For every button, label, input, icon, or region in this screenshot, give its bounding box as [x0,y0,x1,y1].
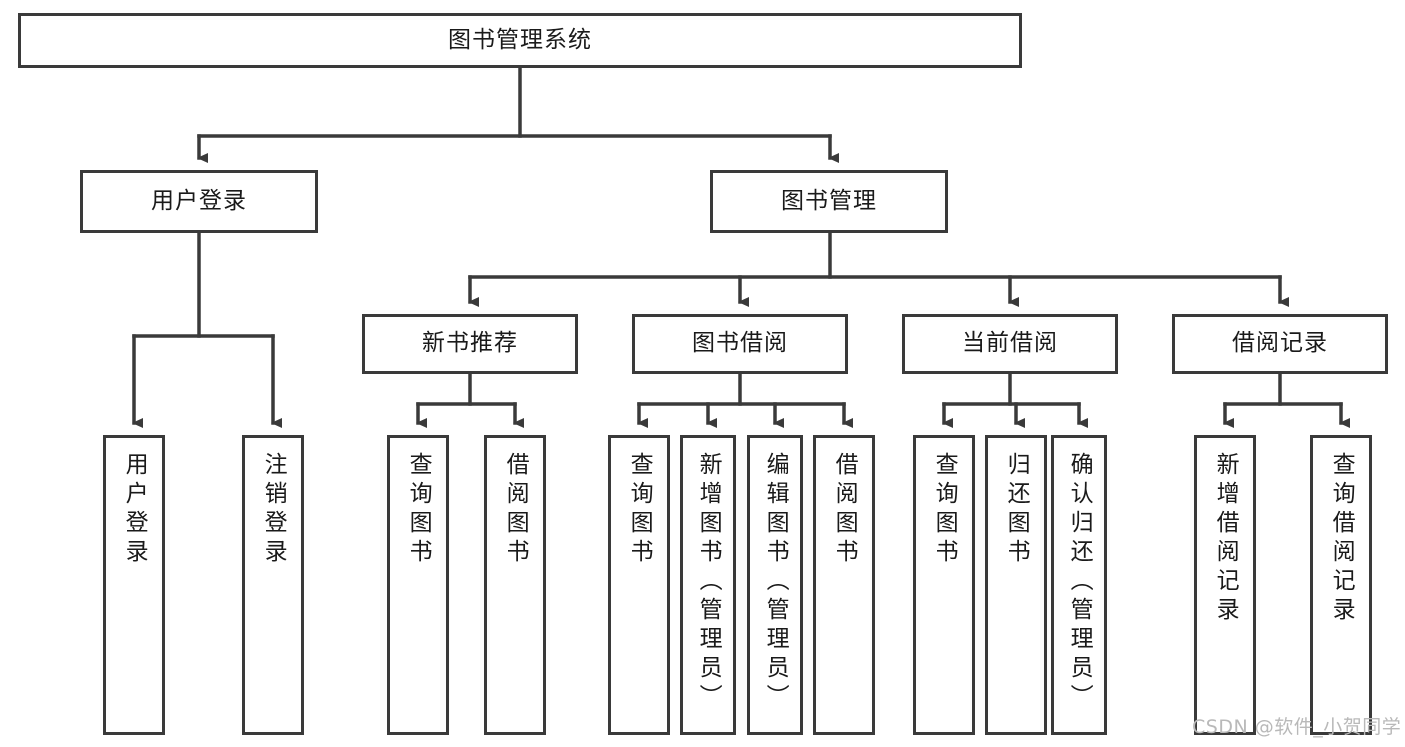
node-leaf-add-book-label: 新增图书（管理员） [695,452,722,713]
node-leaf-return-book[interactable]: 归还图书 [985,435,1047,735]
node-leaf-confirm-return-label: 确认归还（管理员） [1066,452,1093,713]
node-leaf-query-book-2[interactable]: 查询图书 [608,435,670,735]
node-book-borrow[interactable]: 图书借阅 [632,314,848,374]
node-new-book-recommend[interactable]: 新书推荐 [362,314,578,374]
node-leaf-confirm-return[interactable]: 确认归还（管理员） [1051,435,1107,735]
node-leaf-edit-book[interactable]: 编辑图书（管理员） [747,435,803,735]
node-leaf-borrow-book-2-label: 借阅图书 [831,452,858,568]
node-leaf-query-book-1-label: 查询图书 [405,452,432,568]
node-leaf-query-book-2-label: 查询图书 [626,452,653,568]
node-user-login-label: 用户登录 [151,187,247,214]
node-leaf-add-record-label: 新增借阅记录 [1212,452,1239,626]
node-leaf-query-book-3-label: 查询图书 [931,452,958,568]
node-leaf-add-record[interactable]: 新增借阅记录 [1194,435,1256,735]
node-root[interactable]: 图书管理系统 [18,13,1022,68]
node-root-label: 图书管理系统 [448,26,592,53]
node-leaf-borrow-book-1[interactable]: 借阅图书 [484,435,546,735]
node-leaf-edit-book-label: 编辑图书（管理员） [762,452,789,713]
node-leaf-borrow-book-1-label: 借阅图书 [502,452,529,568]
node-book-borrow-label: 图书借阅 [692,330,788,357]
node-leaf-user-login[interactable]: 用户登录 [103,435,165,735]
node-leaf-query-record-label: 查询借阅记录 [1328,452,1355,626]
node-leaf-add-book[interactable]: 新增图书（管理员） [680,435,736,735]
node-current-borrow-label: 当前借阅 [962,330,1058,357]
node-borrow-record-label: 借阅记录 [1232,330,1328,357]
node-book-manage[interactable]: 图书管理 [710,170,948,233]
node-borrow-record[interactable]: 借阅记录 [1172,314,1388,374]
node-leaf-return-book-label: 归还图书 [1003,452,1030,568]
node-new-book-recommend-label: 新书推荐 [422,330,518,357]
node-book-manage-label: 图书管理 [781,187,877,214]
node-leaf-query-book-3[interactable]: 查询图书 [913,435,975,735]
node-leaf-query-book-1[interactable]: 查询图书 [387,435,449,735]
node-leaf-logout[interactable]: 注销登录 [242,435,304,735]
node-current-borrow[interactable]: 当前借阅 [902,314,1118,374]
node-leaf-query-record[interactable]: 查询借阅记录 [1310,435,1372,735]
node-user-login[interactable]: 用户登录 [80,170,318,233]
node-leaf-borrow-book-2[interactable]: 借阅图书 [813,435,875,735]
node-leaf-logout-label: 注销登录 [260,452,287,568]
csdn-watermark: CSDN @软件_小贺同学 [1192,716,1402,738]
node-leaf-user-login-label: 用户登录 [121,452,148,568]
